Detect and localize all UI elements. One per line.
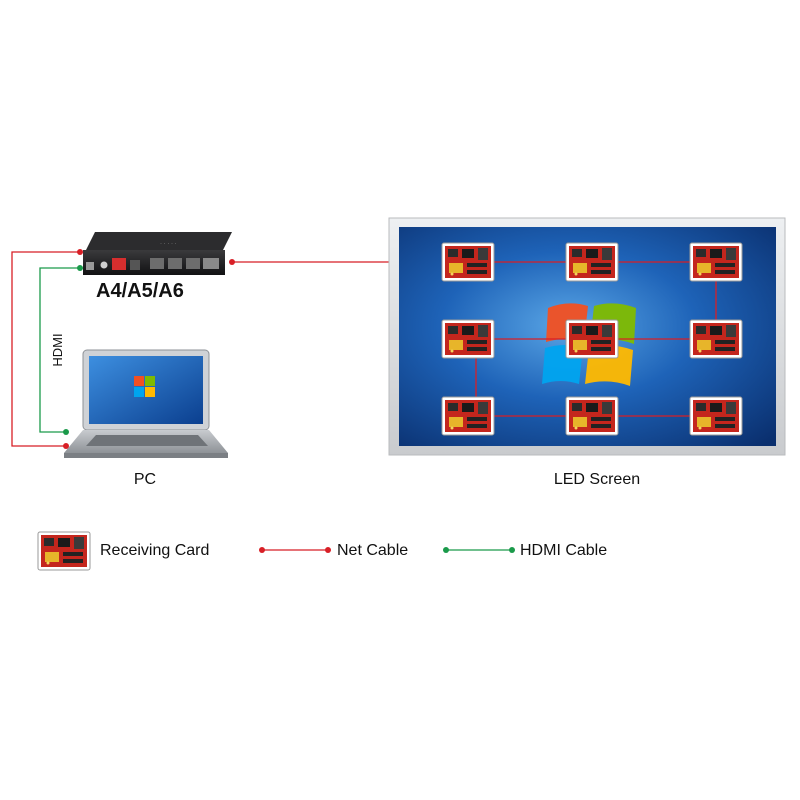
controller-pc-cables <box>11 249 83 449</box>
pc-label: PC <box>134 471 156 488</box>
receiving-card-icon-r3-c1 <box>441 396 495 436</box>
receiving-card-grid <box>441 242 743 436</box>
legend-receiving-card-icon <box>37 531 91 571</box>
receiving-card-icon-r1-c2 <box>565 242 619 282</box>
receiving-card-icon-r1-c1 <box>441 242 495 282</box>
legend-net-cable-line <box>259 547 331 553</box>
legend-hdmi-cable-label: HDMI Cable <box>520 542 607 559</box>
legend-receiving-card-label: Receiving Card <box>100 542 209 559</box>
receiving-card-icon-r2-c1 <box>441 319 495 359</box>
legend-hdmi-cable-line <box>443 547 515 553</box>
hdmi-vertical-label: HDMI <box>50 333 65 366</box>
legend: Receiving Card Net Cable HDMI Cable <box>37 531 607 571</box>
legend-net-cable-label: Net Cable <box>337 542 408 559</box>
receiving-card-icon-r1-c3 <box>689 242 743 282</box>
controller-model-label: A4/A5/A6 <box>96 280 184 302</box>
receiving-card-icon-r3-c2 <box>565 396 619 436</box>
laptop-icon <box>64 349 228 458</box>
receiving-card-icon-r2-c2 <box>565 319 619 359</box>
led-screen-label: LED Screen <box>554 471 640 488</box>
receiving-card-icon-r2-c3 <box>689 319 743 359</box>
led-controller-box-icon: · · · · · <box>83 232 232 275</box>
receiving-card-icon-r3-c3 <box>689 396 743 436</box>
svg-text:· · · · ·: · · · · · <box>160 241 177 247</box>
